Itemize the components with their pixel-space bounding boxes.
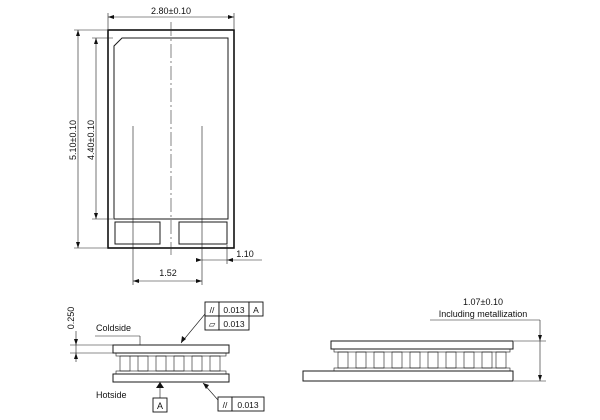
fcf-parallel-value: 0.013 [223, 305, 245, 315]
pad-spacing-dim-label: 1.52 [159, 268, 177, 278]
pellet-array-right [337, 351, 507, 369]
datum-triangle [156, 382, 164, 388]
outer-height-dim-label: 5.10±0.10 [68, 120, 78, 160]
hotside-label: Hotside [96, 390, 127, 400]
cold-metallization-right [333, 348, 511, 353]
datum-label: A [157, 401, 163, 411]
pad-width-dim-label: 1.10 [236, 249, 254, 259]
fcf-bottom-value-cell [231, 396, 265, 412]
thickness-dim-label: 0.250 [66, 307, 76, 330]
fcf-bottom-symbol: // [223, 400, 228, 410]
fcf-datum-ref-cell [248, 301, 264, 317]
cold-metallization [115, 352, 227, 357]
fcf-flatness-value-cell [218, 315, 250, 331]
side-view-right: 1.07±0.10 Including metallization [302, 297, 546, 382]
pad-left [114, 221, 161, 245]
hot-plate-right [302, 370, 514, 382]
cold-plate-right [330, 340, 514, 350]
width-dim-label: 2.80±0.10 [151, 6, 191, 16]
fcf-flatness-value: 0.013 [223, 319, 245, 329]
ceramic-outline [113, 37, 229, 220]
coldside-label: Coldside [96, 323, 131, 333]
pad-right [178, 221, 228, 245]
cold-plate [112, 344, 230, 354]
fcf-flatness-symbol: ⏥ [209, 319, 216, 329]
fcf-bottom-value: 0.013 [237, 400, 259, 410]
height-dim-label: 1.07±0.10 [463, 297, 503, 307]
fcf-datum-ref: A [253, 305, 259, 315]
datum-box [152, 397, 168, 413]
side-view-left: 0.250 Coldside Hotside A [66, 301, 265, 413]
hot-plate [112, 373, 230, 383]
inner-height-dim-label: 4.40±0.10 [86, 120, 96, 160]
pellet-array-left [119, 355, 221, 372]
height-note: Including metallization [439, 309, 528, 319]
fcf-parallel-symbol: // [210, 305, 215, 315]
top-view: 2.80±0.10 5.10±0.10 4.40±0.10 1.52 1.10 [68, 6, 262, 285]
